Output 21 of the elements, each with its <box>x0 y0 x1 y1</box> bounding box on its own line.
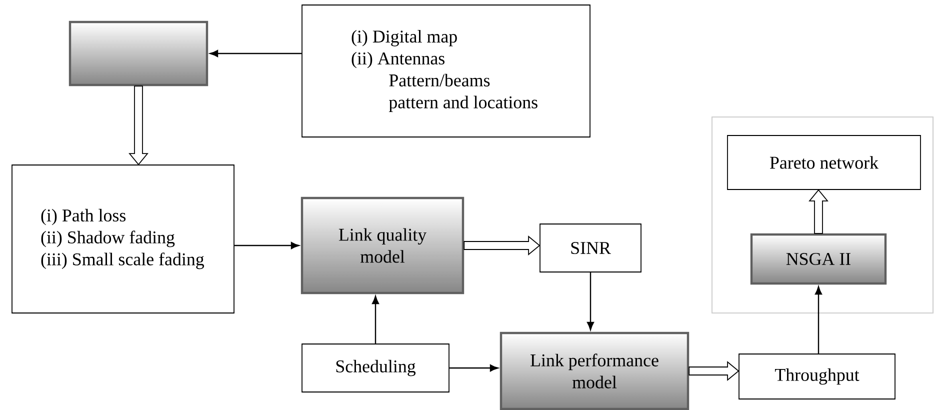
block-arrow <box>808 189 828 234</box>
arrow <box>234 242 300 250</box>
arrow <box>586 272 594 330</box>
arrow <box>210 50 302 58</box>
block-arrow <box>128 86 148 166</box>
shaded-box <box>68 20 208 86</box>
process-box: Throughput <box>738 354 896 400</box>
arrow <box>372 296 380 344</box>
process-box: Pareto network <box>727 135 921 190</box>
group-frame <box>712 116 934 314</box>
shaded-box: Link performance model <box>500 332 690 410</box>
process-box: SINR <box>540 224 642 272</box>
process-box: (i) Path loss (ii) Shadow fading (iii) Small scale fading <box>12 164 234 314</box>
process-box: Scheduling <box>302 344 450 392</box>
arrow <box>449 364 498 372</box>
shaded-box: Link quality model <box>300 196 464 294</box>
block-arrow <box>464 236 540 256</box>
process-box: (i) Digital map (ii) Antennas Pattern/beams pattern and locations <box>302 4 590 138</box>
arrow <box>814 286 822 354</box>
block-arrow <box>688 361 740 381</box>
shaded-box: NSGA II <box>750 233 887 285</box>
